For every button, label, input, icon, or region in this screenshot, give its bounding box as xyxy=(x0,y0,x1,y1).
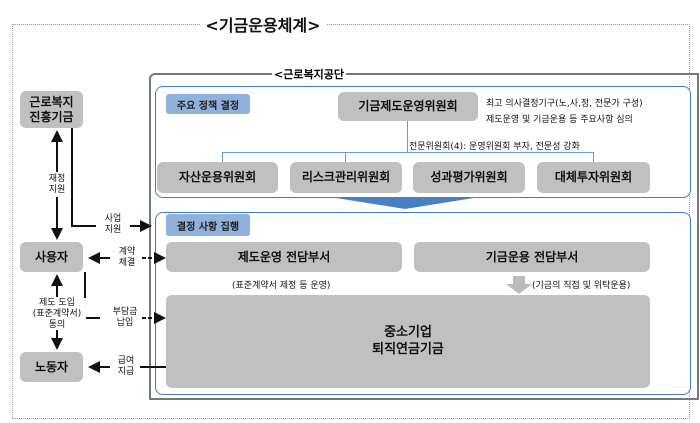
execution-tag: 결정 사항 집행 xyxy=(166,214,250,236)
flow-text: 납입 xyxy=(116,317,134,328)
flow-text: 계약 xyxy=(118,247,136,257)
fund-line-2: 퇴직연금기금 xyxy=(372,341,444,357)
flow-text: 급여 xyxy=(117,356,135,366)
flow-text: 동의 xyxy=(48,319,66,330)
flow-text: 지급 xyxy=(117,366,135,377)
flow-text: 체결 xyxy=(118,257,136,268)
dept1-note: (표준계약서 제정 등 운영) xyxy=(232,281,331,291)
alternative-investment-committee: 대체투자위원회 xyxy=(537,162,650,193)
sme-retirement-pension-fund: 중소기업 퇴직연금기금 xyxy=(166,295,650,388)
committee-desc-2: 제도운영 및 기금운용 등 주요사항 심의 xyxy=(486,115,633,125)
system-operation-dept: 제도운영 전담부서 xyxy=(166,242,402,272)
flow-text: 부담금 xyxy=(112,307,138,317)
committee-desc-1: 최고 의사결정기구(노,사,정, 전문가 구성) xyxy=(486,99,643,109)
connector xyxy=(345,152,346,162)
flow-text: 재정 xyxy=(48,174,66,184)
down-arrow-icon xyxy=(506,276,532,294)
fund-name-1: 근로복지 xyxy=(29,94,74,109)
flow-text: (표준계약서) xyxy=(32,308,82,319)
policy-tag: 주요 정책 결정 xyxy=(166,94,250,114)
adoption-consent-label: 제도 도입(표준계약서)동의 xyxy=(28,298,86,331)
diagram-title: <기금운용체계> xyxy=(200,12,326,36)
flow-text: 제도 도입 xyxy=(39,298,75,308)
fund-management-dept: 기금운용 전담부서 xyxy=(414,242,650,272)
worker-box: 노동자 xyxy=(20,352,83,382)
connector xyxy=(222,152,594,153)
dept2-note: (기금의 직접 및 위탁운용) xyxy=(532,281,631,291)
flow-text: 지원 xyxy=(104,224,122,235)
flow-text: 지원 xyxy=(48,184,66,195)
asset-management-committee: 자산운용위원회 xyxy=(157,162,278,193)
fund-name-2: 진흥기금 xyxy=(29,109,74,124)
sub-committee-note: 전문위원회(4): 운영위원회 부자, 전문성 강화 xyxy=(409,139,580,152)
flow-text: 사업 xyxy=(104,214,122,224)
fund-operation-committee: 기금제도운영위원회 xyxy=(338,92,478,121)
connector xyxy=(407,121,408,152)
welfare-promotion-fund: 근로복지 진흥기금 xyxy=(20,91,83,128)
performance-evaluation-committee: 성과평가위원회 xyxy=(413,162,525,193)
connector xyxy=(222,152,223,162)
connector xyxy=(593,152,594,162)
fund-line-1: 중소기업 xyxy=(384,325,432,341)
down-chevron-icon xyxy=(330,197,480,209)
risk-management-committee: 리스크관리위원회 xyxy=(290,162,402,193)
employer-box: 사용자 xyxy=(20,242,83,272)
kcomwel-container xyxy=(149,73,699,400)
